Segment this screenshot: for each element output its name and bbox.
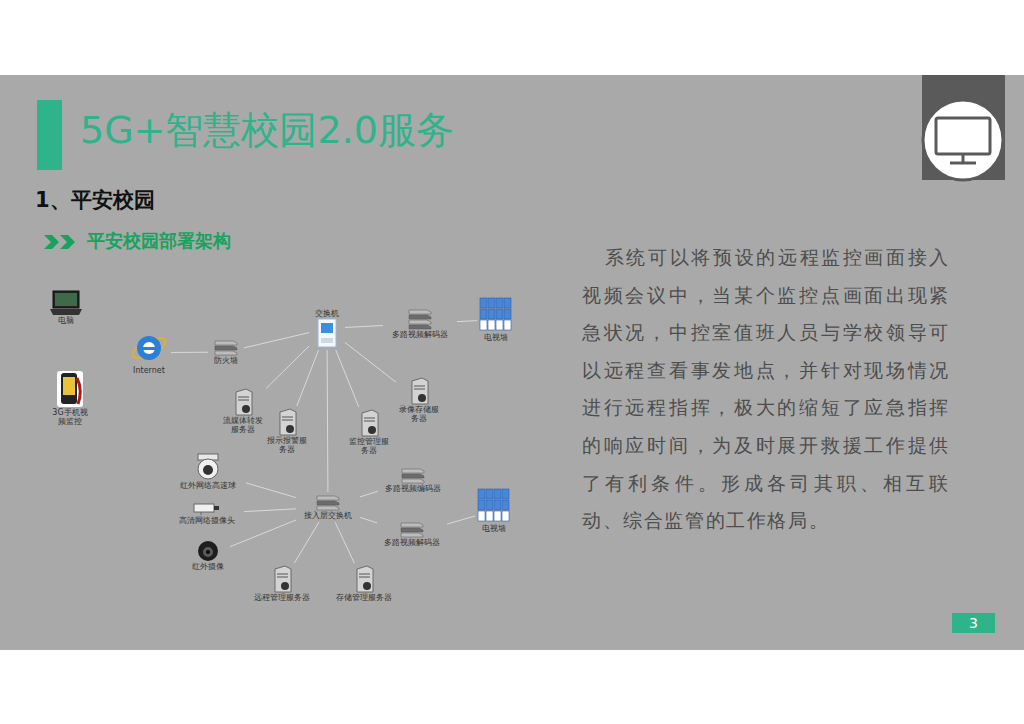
device-node: 多路视频解码器 — [379, 521, 445, 547]
device-node: 多路视频解码器 — [385, 308, 455, 339]
device-label: 电视墙 — [481, 333, 511, 342]
device-label: 多路视频解码器 — [379, 538, 445, 547]
device-node: 防火墙 — [210, 339, 242, 365]
network-link — [297, 350, 319, 406]
device-icon — [213, 339, 239, 356]
device-node: 3G手机视频监控 — [50, 370, 90, 426]
device-node: 电视墙 — [477, 488, 511, 533]
device-node: 监控管理服务器 — [348, 409, 390, 455]
network-link — [360, 517, 377, 522]
network-link — [244, 333, 309, 348]
network-link — [294, 522, 319, 563]
device-label: 防火墙 — [210, 356, 242, 365]
network-link — [360, 491, 378, 497]
network-link — [246, 483, 296, 498]
device-label: 红外网络高速球 — [172, 481, 244, 490]
network-link — [230, 520, 296, 547]
slide-title: 5G+智慧校园2.0服务 — [80, 108, 454, 154]
device-label: 报示报警服务器 — [266, 436, 308, 454]
device-label: 远程管理服务器 — [249, 593, 315, 602]
device-icon — [56, 370, 84, 408]
device-icon — [400, 467, 426, 484]
device-icon — [232, 388, 254, 416]
network-link — [327, 350, 329, 492]
network-link — [266, 346, 309, 388]
device-node: 红外摄像 — [188, 540, 228, 571]
device-icon — [477, 488, 511, 524]
network-link — [171, 352, 208, 353]
device-icon — [358, 409, 380, 437]
device-node: 电脑 — [49, 290, 83, 325]
sub-heading: 平安校园部署架构 — [87, 229, 231, 253]
device-icon — [271, 565, 293, 593]
device-node: 多路视频编码器 — [380, 467, 446, 493]
device-label: 流媒体转发服务器 — [222, 416, 264, 434]
network-link — [345, 342, 396, 382]
network-link — [336, 350, 359, 407]
monitor-icon — [936, 118, 990, 163]
section-heading: 1、平安校园 — [35, 186, 155, 214]
device-icon — [408, 377, 430, 405]
device-icon — [316, 318, 338, 348]
device-node: Internet — [129, 330, 169, 375]
device-icon — [194, 453, 222, 481]
device-icon — [479, 297, 513, 333]
device-icon — [407, 308, 433, 330]
device-label: 交换机 — [311, 309, 343, 318]
device-icon — [353, 565, 375, 593]
device-node: 接入层交换机 — [298, 494, 358, 520]
device-label: 电脑 — [51, 316, 81, 325]
device-label: 电视墙 — [479, 524, 509, 533]
device-node: 存储管理服务器 — [331, 565, 397, 602]
device-label: 存储管理服务器 — [331, 593, 397, 602]
body-paragraph: 系统可以将预设的远程监控画面接入视频会议中，当某个监控点画面出现紧急状况，中控室… — [582, 239, 950, 540]
device-label: 接入层交换机 — [298, 511, 358, 520]
device-node: 高清网络摄像头 — [172, 502, 242, 525]
device-icon — [399, 521, 425, 538]
device-node: 录像存储服务器 — [398, 377, 440, 423]
device-icon — [276, 408, 298, 436]
network-link — [345, 326, 383, 328]
device-node: 红外网络高速球 — [172, 453, 244, 490]
device-icon — [129, 330, 169, 366]
network-link — [335, 522, 354, 563]
page-number: 3 — [952, 613, 995, 633]
device-node: 远程管理服务器 — [249, 565, 315, 602]
device-label: 监控管理服务器 — [348, 437, 390, 455]
device-icon — [49, 290, 83, 316]
device-icon — [193, 502, 221, 516]
network-link — [457, 321, 477, 322]
network-link — [244, 509, 296, 512]
device-node: 电视墙 — [479, 297, 513, 342]
device-label: 多路视频编码器 — [380, 484, 446, 493]
network-link — [447, 516, 475, 524]
device-label: 红外摄像 — [188, 562, 228, 571]
page-number-box — [952, 613, 995, 633]
device-node: 流媒体转发服务器 — [222, 388, 264, 434]
icon-tab — [922, 75, 1005, 180]
device-node: 交换机 — [311, 309, 343, 348]
device-label: 高清网络摄像头 — [172, 516, 242, 525]
device-label: Internet — [129, 366, 169, 375]
device-icon — [196, 540, 220, 562]
chevron-marks — [44, 235, 75, 249]
title-bar — [37, 100, 62, 170]
device-icon — [315, 494, 341, 511]
icon-circle — [923, 100, 1003, 180]
device-label: 多路视频解码器 — [385, 330, 455, 339]
device-node: 报示报警服务器 — [266, 408, 308, 454]
device-label: 3G手机视频监控 — [50, 408, 90, 426]
device-label: 录像存储服务器 — [398, 405, 440, 423]
